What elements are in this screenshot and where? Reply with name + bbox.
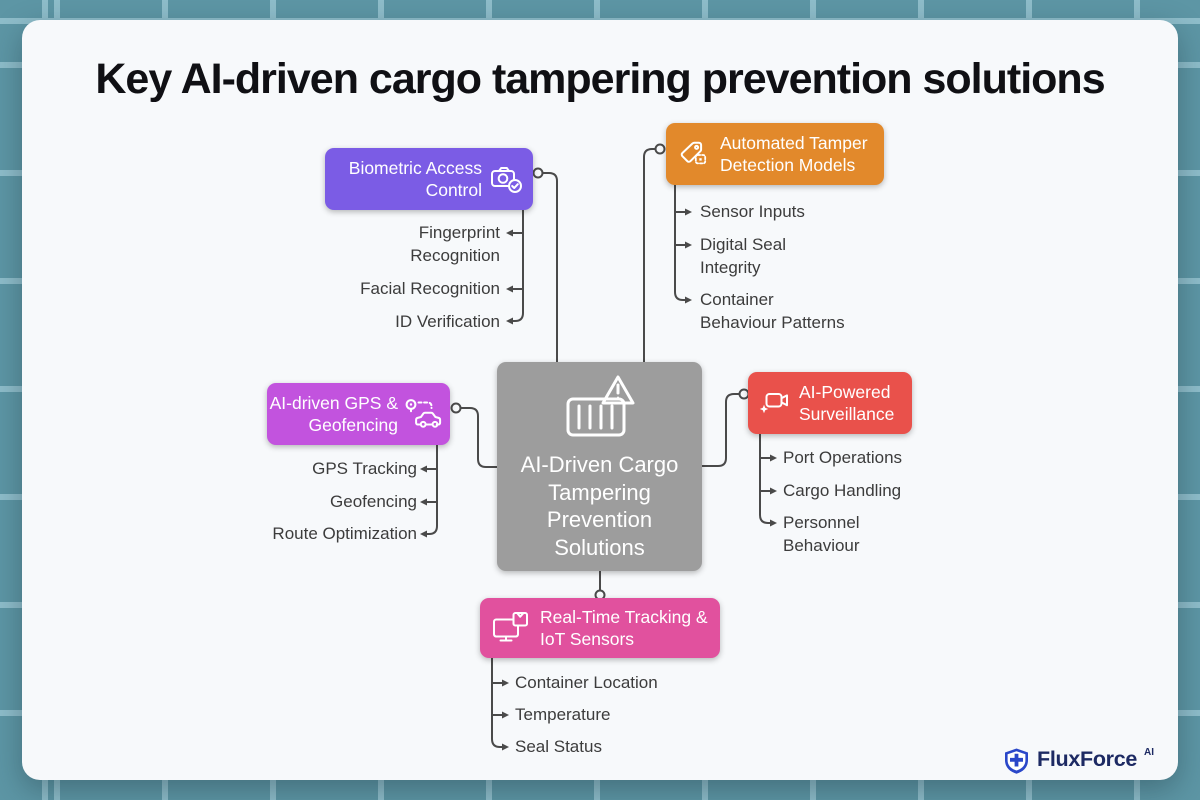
logo-suffix-text: AI (1144, 747, 1155, 758)
child-label-id-verification: ID Verification (395, 312, 500, 331)
child-label-geofencing: Geofencing (330, 492, 417, 511)
connector-surveillance (701, 393, 740, 467)
connector-biometric-children (506, 209, 524, 325)
child-label-gps-tracking: GPS Tracking (312, 459, 417, 478)
child-label-port-operations: Port Operations (783, 448, 903, 467)
node-central-topic: AI-Driven Cargo Tampering Prevention Sol… (497, 362, 702, 571)
child-label-digital-seal-integrity: Digital Seal Integrity (700, 235, 786, 277)
logo-brand-text: FluxForce (1037, 747, 1138, 771)
child-label-temperature: Temperature (515, 705, 611, 724)
child-label-sensor-inputs: Sensor Inputs (700, 202, 805, 221)
anchor-dot (654, 143, 666, 155)
node-ai-driven-gps-geofencing: AI-driven GPS & Geofencing (267, 383, 450, 445)
node-automated-tamper-detection: Automated Tamper Detection Models (666, 123, 884, 185)
connector-gps (460, 407, 498, 468)
child-label-seal-status: Seal Status (515, 737, 602, 756)
node-real-time-tracking-iot: Real-Time Tracking & IoT Sensors (480, 598, 720, 658)
anchor-dot (532, 167, 544, 179)
child-label-container-location: Container Location (515, 673, 658, 692)
camera-verify-icon (490, 163, 524, 195)
child-label-personnel-behaviour: Personnel Behaviour (783, 513, 860, 555)
node-label: Biometric Access Control (348, 158, 482, 200)
child-label-fingerprint-recognition: Fingerprint Recognition (410, 223, 500, 265)
fluxforce-logo: FluxForce AI (1003, 745, 1154, 776)
connector-tamper (643, 148, 656, 363)
container-warning-icon (554, 372, 646, 444)
child-label-route-optimization: Route Optimization (272, 524, 417, 543)
fluxforce-shield-icon (1003, 747, 1030, 776)
child-label-cargo-handling: Cargo Handling (783, 481, 902, 500)
connector-tamper-children (674, 184, 692, 304)
anchor-dot (450, 402, 462, 414)
child-label-facial-recognition: Facial Recognition (360, 279, 500, 298)
connector-gps-children (420, 444, 438, 538)
node-label: AI-driven GPS & Geofencing (269, 393, 398, 435)
monitor-package-icon (491, 610, 531, 646)
video-camera-icon (757, 388, 791, 418)
node-ai-powered-surveillance: AI-Powered Surveillance (748, 372, 912, 434)
node-label: Automated Tamper Detection Models (720, 133, 868, 175)
map-pin-car-icon (403, 397, 443, 431)
node-label: Real-Time Tracking & IoT Sensors (540, 607, 708, 649)
page-title: Key AI-driven cargo tampering prevention… (95, 55, 1105, 103)
connector-surveillance-children (759, 433, 777, 527)
central-topic-label: AI-Driven Cargo Tampering Prevention Sol… (520, 452, 679, 560)
node-label: AI-Powered Surveillance (799, 382, 895, 424)
tag-icon (677, 138, 711, 170)
node-biometric-access-control: Biometric Access Control (325, 148, 533, 210)
connector-biometric (542, 172, 558, 363)
connector-tracking-children (491, 657, 509, 751)
child-label-container-behaviour-patterns: Container Behaviour Patterns (700, 290, 845, 332)
